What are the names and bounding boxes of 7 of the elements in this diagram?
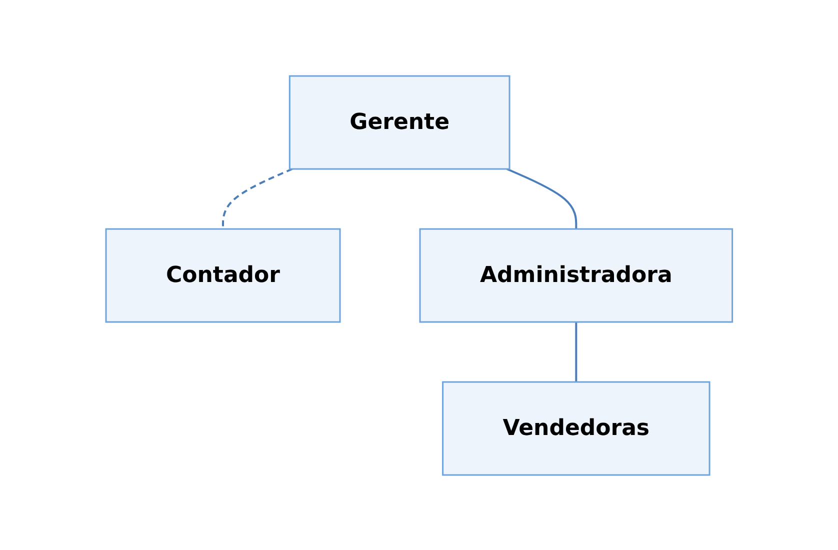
- node-box: Vendedoras: [442, 380, 710, 476]
- connector: [222, 168, 292, 228]
- connector: [506, 168, 577, 228]
- node-box: Administradora: [419, 228, 733, 322]
- node-box: Contador: [105, 228, 341, 322]
- node-box: Gerente: [288, 74, 510, 170]
- connector: [575, 322, 577, 382]
